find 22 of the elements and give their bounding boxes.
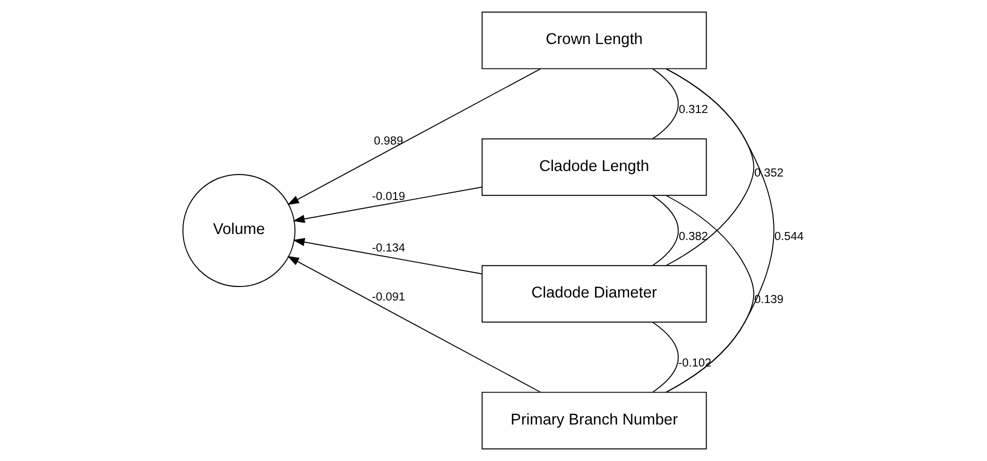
edge-label: -0.019 <box>372 190 406 203</box>
arrow <box>287 68 541 205</box>
connector <box>666 195 754 393</box>
node-circle: Volume <box>182 174 296 288</box>
connector <box>652 195 679 266</box>
edge-label: 0.989 <box>374 134 404 148</box>
arrow <box>292 186 482 223</box>
node-box: Cladode Diameter <box>482 265 707 323</box>
edge-label: 0.544 <box>774 230 804 243</box>
node-box: Crown Length <box>482 12 707 70</box>
connector <box>666 68 774 393</box>
edge-label: 0.382 <box>678 230 708 243</box>
arrow <box>287 256 541 393</box>
node-box: Primary Branch Number <box>482 392 707 450</box>
arrow <box>292 238 482 274</box>
connector <box>652 68 679 140</box>
edge-label: -0.134 <box>372 242 406 255</box>
edge-label: 0.312 <box>678 103 708 116</box>
connector <box>652 322 679 393</box>
edge-label: -0.091 <box>372 290 406 304</box>
node-box: Cladode Length <box>482 138 707 196</box>
edge-label: -0.102 <box>678 356 712 370</box>
